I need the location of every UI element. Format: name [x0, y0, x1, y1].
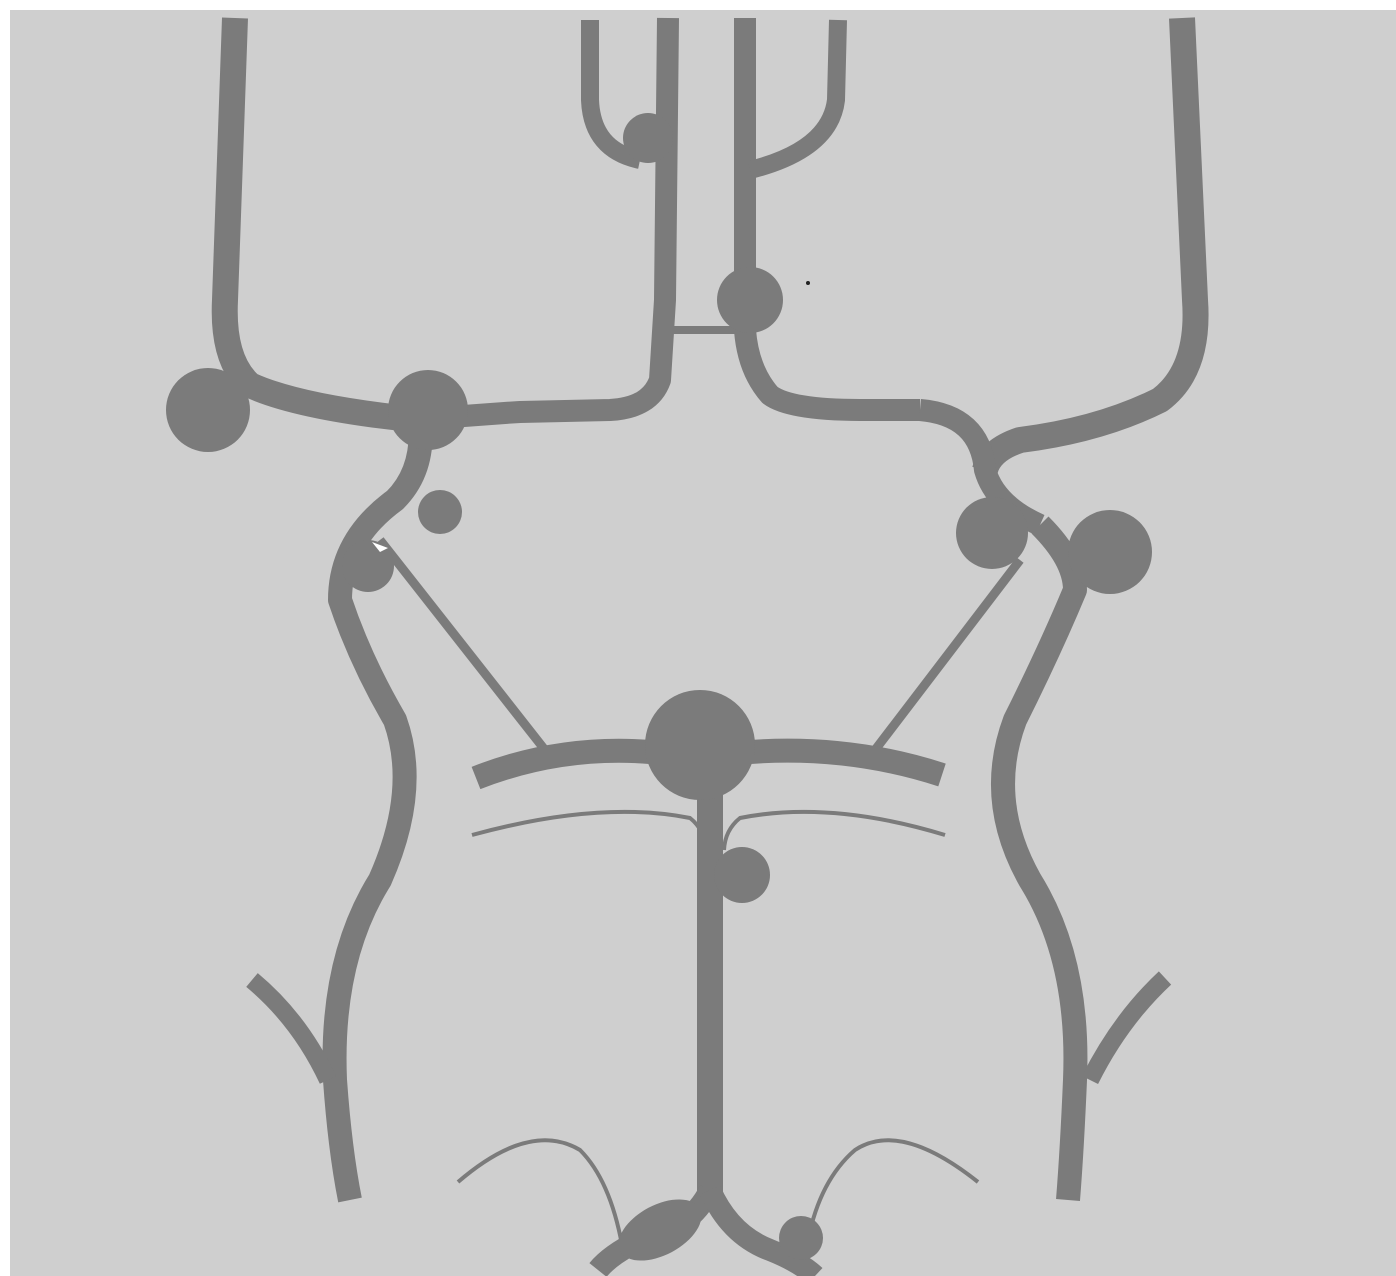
- aneurysm-central-small: [714, 847, 770, 903]
- aneurysm-right-junction: [956, 497, 1028, 569]
- aneurysm-left-outer: [166, 368, 250, 452]
- aneurysm-left-junction: [388, 370, 468, 450]
- aneurysm-central-right: [717, 267, 783, 333]
- dot-mark: [806, 281, 810, 285]
- aneurysm-left-small: [418, 490, 462, 534]
- aneurysm-right-outer: [1068, 510, 1152, 594]
- aneurysm-central-left-top: [623, 113, 673, 163]
- aneurysm-bottom-right: [779, 1216, 823, 1260]
- aneurysm-central-large: [645, 690, 755, 800]
